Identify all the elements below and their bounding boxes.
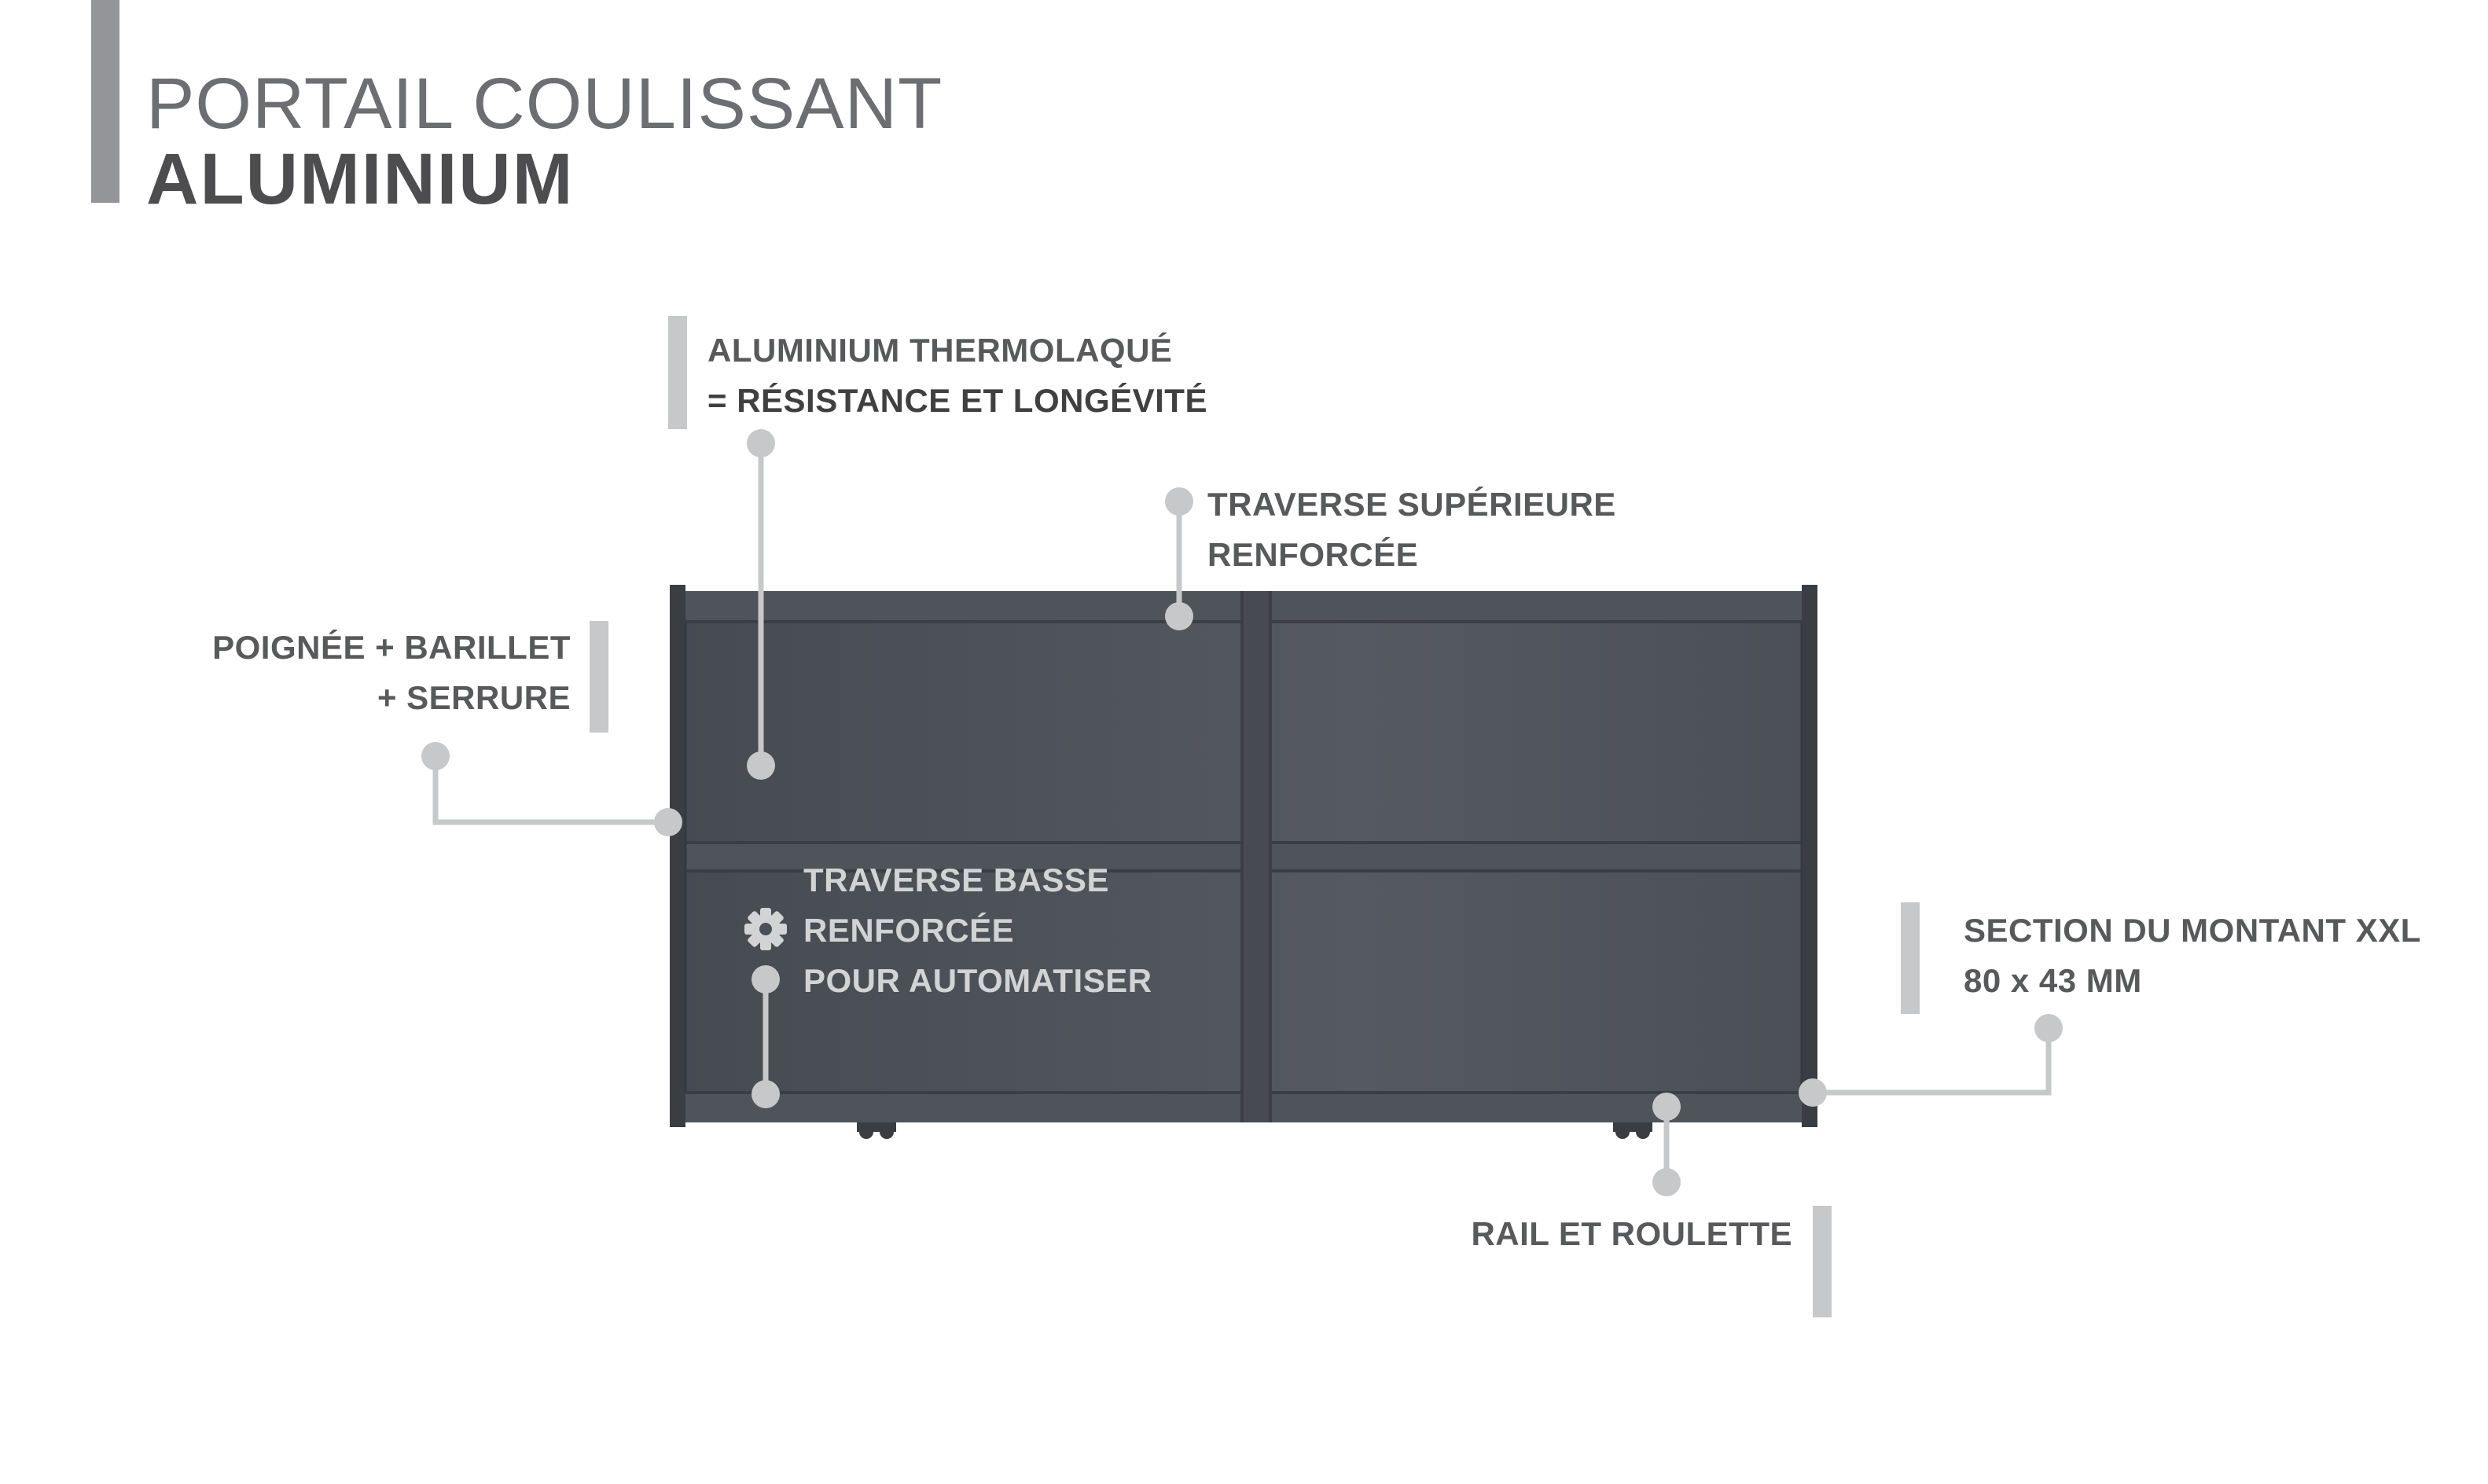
rail-callout-bar — [1813, 1206, 1832, 1317]
aluminium-callout-bar — [668, 316, 687, 429]
roller-left — [857, 1122, 896, 1139]
aluminium-callout: ALUMINIUM THERMOLAQUÉ = RÉSISTANCE ET LO… — [707, 325, 1207, 426]
aluminium-callout-line1: ALUMINIUM THERMOLAQUÉ — [707, 332, 1173, 369]
traverse-basse-callout: TRAVERSE BASSE RENFORCÉE POUR AUTOMATISE… — [803, 855, 1152, 1006]
callout-lines — [432, 443, 2052, 1182]
traverse-basse-line3: POUR AUTOMATISER — [803, 962, 1152, 999]
gear-icon — [744, 908, 787, 950]
poignee-callout: POIGNÉE + BARILLET + SERRURE — [162, 623, 571, 723]
gate-center-post — [1242, 591, 1270, 1122]
aluminium-callout-line2: = RÉSISTANCE ET LONGÉVITÉ — [707, 382, 1207, 419]
page-title: PORTAIL COULISSANT — [146, 64, 943, 144]
section-montant-callout-bar — [1901, 902, 1920, 1014]
rail-callout: RAIL ET ROULETTE — [1336, 1209, 1792, 1259]
section-montant-line1: SECTION DU MONTANT XXL — [1964, 912, 2421, 949]
title-accent-bar — [91, 0, 119, 203]
poignee-callout-bar — [590, 621, 608, 733]
gate-left-post — [670, 585, 685, 1127]
gate-right-post — [1802, 585, 1817, 1127]
traverse-superieure-callout: TRAVERSE SUPÉRIEURE RENFORCÉE — [1207, 479, 1616, 580]
traverse-superieure-line2: RENFORCÉE — [1207, 536, 1419, 573]
traverse-basse-line2: RENFORCÉE — [803, 912, 1015, 949]
traverse-basse-line1: TRAVERSE BASSE — [803, 861, 1109, 898]
page-subtitle: ALUMINIUM — [146, 139, 575, 219]
poignee-callout-line2: + SERRURE — [377, 679, 571, 716]
section-montant-callout: SECTION DU MONTANT XXL 80 x 43 MM — [1964, 905, 2421, 1006]
section-montant-line2: 80 x 43 MM — [1964, 962, 2142, 999]
callout-dots — [421, 429, 2063, 1196]
poignee-callout-line1: POIGNÉE + BARILLET — [212, 629, 571, 666]
roller-right — [1613, 1122, 1652, 1139]
rail-callout-line1: RAIL ET ROULETTE — [1471, 1215, 1792, 1252]
traverse-superieure-line1: TRAVERSE SUPÉRIEURE — [1207, 486, 1616, 523]
